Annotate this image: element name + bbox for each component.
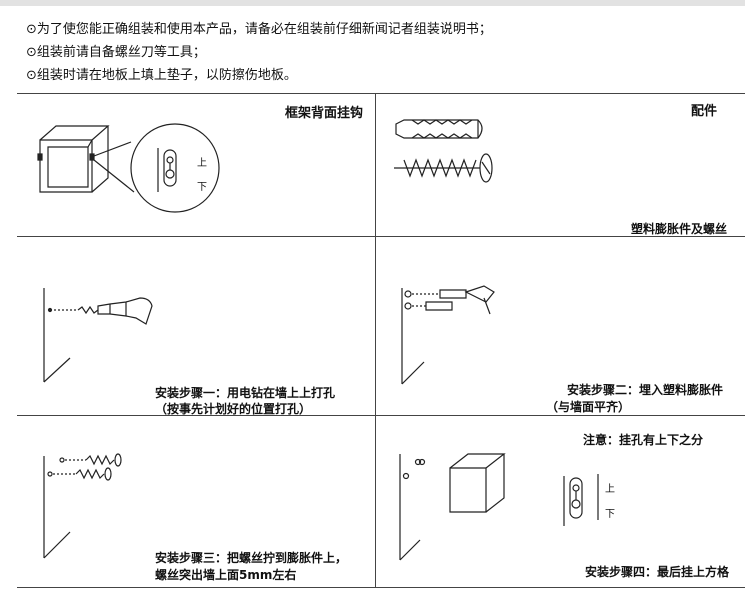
drill-wall-illustration	[30, 284, 170, 394]
note-line: ⊙组装前请自备螺丝刀等工具；	[26, 45, 206, 60]
step1-line1: 安装步骤一：用电钻在墙上上打孔	[155, 386, 336, 400]
anchor-and-screw-illustration	[390, 112, 500, 192]
hang-hole-diagram	[560, 470, 620, 530]
step4-note: 注意：挂孔有上下之分	[582, 433, 703, 447]
hook-up-label: 上	[197, 158, 207, 169]
step4-caption: 安装步骤四：最后挂上方格	[584, 565, 729, 579]
hang-cube-illustration	[390, 448, 520, 568]
step3-line1: 安装步骤三：把螺丝拧到膨胀件上，	[155, 551, 348, 565]
step3-line2: 螺丝突出墙上面5mm左右	[155, 568, 297, 582]
step4-down-label: 下	[605, 509, 615, 520]
top-band	[0, 0, 745, 6]
grid-line-bottom	[17, 587, 745, 588]
grid-line-top	[17, 93, 745, 94]
step2-line1: 安装步骤二：埋入塑料膨胀件	[566, 383, 723, 397]
frame-hook-illustration	[30, 120, 230, 220]
step2-line2: （与墙面平齐）	[546, 400, 631, 414]
hook-panel-title: 框架背面挂钩	[284, 106, 363, 121]
parts-panel-title: 配件	[690, 104, 717, 119]
instruction-notes: ⊙为了使您能正确组装和使用本产品，请备必在组装前仔细新闻记者组装说明书； ⊙组装…	[26, 18, 492, 87]
grid-line-row2	[17, 415, 745, 416]
note-line: ⊙组装时请在地板上填上垫子，以防擦伤地板。	[26, 68, 297, 83]
screw-protrude-illustration	[30, 448, 150, 568]
insert-anchor-illustration	[390, 280, 520, 390]
grid-line-center	[375, 93, 376, 588]
step1-line2: （按事先计划好的位置打孔）	[155, 402, 312, 416]
hook-down-label: 下	[197, 182, 207, 193]
parts-caption: 塑料膨胀件及螺丝	[630, 222, 727, 236]
step4-up-label: 上	[605, 484, 615, 495]
grid-line-row1	[17, 236, 745, 237]
note-line: ⊙为了使您能正确组装和使用本产品，请备必在组装前仔细新闻记者组装说明书；	[26, 22, 492, 37]
